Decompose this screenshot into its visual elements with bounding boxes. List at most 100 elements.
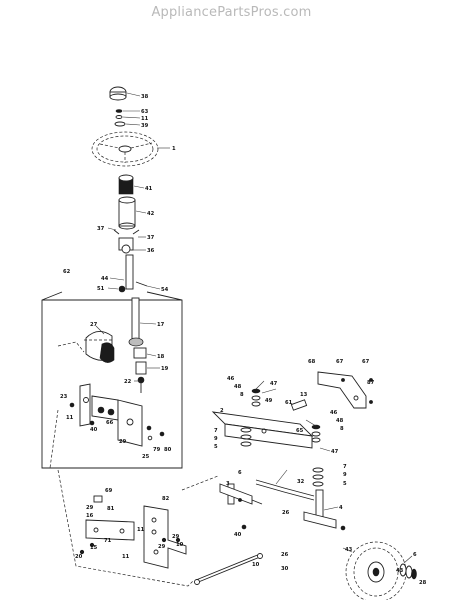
callout-2: 2 <box>220 408 224 414</box>
callout-11: 11 <box>122 554 130 560</box>
mid-dash-link <box>181 475 219 491</box>
callout-81: 81 <box>107 506 115 512</box>
callout-80: 80 <box>164 447 172 453</box>
callout-10: 10 <box>176 542 184 548</box>
callout-20: 20 <box>75 554 83 560</box>
callout-29: 29 <box>86 505 94 511</box>
callout-54: 54 <box>161 287 169 293</box>
callout-9: 9 <box>214 436 218 442</box>
callout-4: 4 <box>339 505 343 511</box>
callout-32: 32 <box>297 479 305 485</box>
callout-39: 39 <box>141 123 149 129</box>
callout-48: 48 <box>234 384 242 390</box>
steering-wheel[interactable] <box>91 131 159 167</box>
callout-40: 40 <box>90 427 98 433</box>
steering-shaft-long[interactable] <box>128 297 144 347</box>
callout-18: 18 <box>157 354 165 360</box>
callout-36: 36 <box>147 248 155 254</box>
callout-69: 69 <box>105 488 113 494</box>
callout-8: 8 <box>340 426 344 432</box>
callout-66: 66 <box>106 420 114 426</box>
callout-38: 38 <box>141 94 149 100</box>
callout-27: 27 <box>90 322 98 328</box>
callout-28: 28 <box>419 580 427 586</box>
steering-bushing[interactable] <box>118 196 136 230</box>
left-spindle-hardware[interactable] <box>240 388 261 447</box>
wheel-hardware[interactable] <box>340 525 417 580</box>
callout-87: 87 <box>367 380 375 386</box>
right-spindle[interactable] <box>303 489 337 529</box>
callout-11: 11 <box>66 415 74 421</box>
callout-47: 47 <box>331 449 339 455</box>
callout-41: 41 <box>145 186 153 192</box>
steering-cap[interactable] <box>109 86 127 101</box>
callout-44: 44 <box>101 276 109 282</box>
drag-link[interactable] <box>255 479 315 501</box>
callout-29: 29 <box>158 544 166 550</box>
callout-11: 11 <box>137 527 145 533</box>
callout-5: 5 <box>343 481 347 487</box>
callout-7: 7 <box>214 428 218 434</box>
callout-67: 67 <box>336 359 344 365</box>
callout-29: 29 <box>119 439 127 445</box>
callout-23: 23 <box>60 394 68 400</box>
callout-25: 25 <box>142 454 150 460</box>
steering-adapter[interactable] <box>118 174 134 195</box>
leader-lines <box>95 92 413 564</box>
callout-43: 43 <box>396 568 404 574</box>
callout-6: 6 <box>238 470 242 476</box>
inset-fasteners[interactable] <box>69 402 165 441</box>
callout-68: 68 <box>308 359 316 365</box>
callout-37: 37 <box>97 226 105 232</box>
callout-82: 82 <box>162 496 170 502</box>
callout-1: 1 <box>172 146 176 152</box>
support-plate[interactable] <box>79 383 143 447</box>
callout-46: 46 <box>330 410 338 416</box>
left-spindle[interactable] <box>219 483 263 505</box>
inset-box <box>41 291 183 469</box>
callout-13: 13 <box>300 392 308 398</box>
axle-pivot-bolt[interactable] <box>290 399 308 411</box>
callout-5: 5 <box>214 444 218 450</box>
steering-cap-screw[interactable] <box>114 109 126 127</box>
callout-37: 37 <box>147 235 155 241</box>
pinion-gear[interactable] <box>133 347 147 393</box>
callout-11: 11 <box>141 116 149 122</box>
callout-15: 15 <box>90 545 98 551</box>
inset-dash-1 <box>57 341 85 353</box>
callout-26: 26 <box>282 510 290 516</box>
callout-65: 65 <box>296 428 304 434</box>
callout-16: 16 <box>86 513 94 519</box>
callout-9: 9 <box>343 472 347 478</box>
callout-40: 40 <box>234 532 242 538</box>
steering-bracket[interactable] <box>113 229 140 254</box>
callout-47: 47 <box>270 381 278 387</box>
callout-3: 3 <box>226 481 230 487</box>
callout-63: 63 <box>141 109 149 115</box>
callout-42: 42 <box>147 211 155 217</box>
callout-29: 29 <box>172 534 180 540</box>
callout-10: 10 <box>252 562 260 568</box>
callout-7: 7 <box>343 464 347 470</box>
watermark: AppliancePartsPros.com <box>151 5 312 20</box>
lower-dash-link <box>57 469 195 587</box>
steering-support-bracket[interactable] <box>143 505 187 569</box>
pivot-plate[interactable] <box>85 495 135 541</box>
callout-48: 48 <box>336 418 344 424</box>
front-axle[interactable] <box>211 411 314 449</box>
axle-support-bracket[interactable] <box>317 371 373 409</box>
sector-gear[interactable] <box>84 331 115 363</box>
callout-61: 61 <box>285 400 293 406</box>
callout-6: 6 <box>413 552 417 558</box>
callout-46: 46 <box>227 376 235 382</box>
callout-labels: 38 63 11 39 1 41 42 37 37 36 62 44 51 54… <box>60 94 427 586</box>
lower-fasteners[interactable] <box>79 498 247 555</box>
callout-19: 19 <box>161 366 169 372</box>
callout-67: 67 <box>362 359 370 365</box>
right-spindle-hardware[interactable] <box>311 424 324 487</box>
steering-shaft-upper[interactable] <box>118 254 148 293</box>
tie-rod[interactable] <box>194 553 263 585</box>
callout-79: 79 <box>153 447 161 453</box>
callout-43: 43 <box>345 547 353 553</box>
